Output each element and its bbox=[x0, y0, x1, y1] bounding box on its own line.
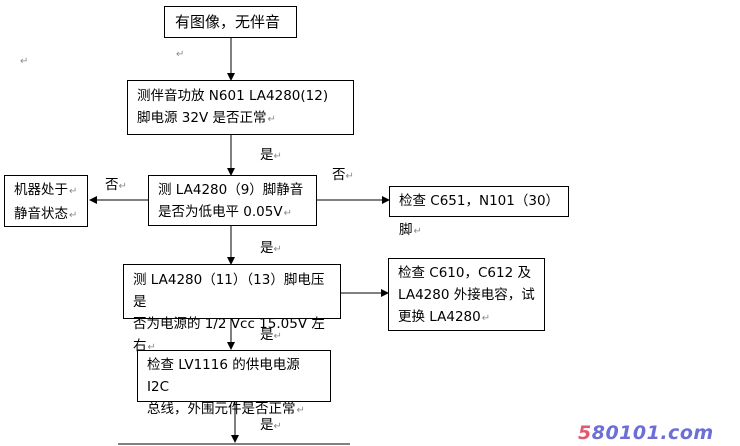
return-mark: ↵ bbox=[267, 114, 276, 125]
edge-label-yes-4: 是↵ bbox=[260, 417, 282, 433]
node-start: 有图像，无伴音 ↵ bbox=[164, 6, 297, 60]
return-mark: ↵ bbox=[69, 210, 78, 221]
node-check-lv1116: 检查 LV1116 的供电电源 I2C 总线，外围元件是否正常↵ bbox=[137, 350, 331, 417]
node-muted-state-line-2: 静音状态 bbox=[14, 206, 68, 222]
node-check-voltage-line-1: 测 LA4280（11）（13）脚电压是 bbox=[133, 272, 325, 310]
node-check-c651-line-1: 检查 C651，N101（30）脚 bbox=[399, 193, 553, 238]
return-mark: ↵ bbox=[69, 186, 78, 197]
node-muted-state-line-1: 机器处于 bbox=[14, 182, 68, 198]
return-mark: ↵ bbox=[413, 226, 422, 237]
return-mark: ↵ bbox=[283, 208, 292, 219]
node-check-caps: 检查 C610，C612 及 LA4280 外接电容，试 更换 LA4280↵ bbox=[388, 258, 545, 331]
watermark-blue: 80101.com bbox=[591, 422, 714, 444]
node-start-line-1: 有图像，无伴音 bbox=[175, 13, 281, 31]
edge-label-yes-1: 是↵ bbox=[260, 147, 282, 163]
node-check-voltage-line-2: 否为电源的 1/2 Vcc 15.05V 左右 bbox=[133, 316, 325, 354]
node-check-caps-line-3: 更换 LA4280 bbox=[398, 309, 481, 325]
edge-label-yes-2: 是↵ bbox=[260, 240, 282, 256]
node-check-c651: 检查 C651，N101（30）脚↵ bbox=[389, 186, 569, 238]
edge-label-no-right: 否↵ bbox=[332, 167, 354, 183]
node-check-lv1116-line-2: 总线，外围元件是否正常 bbox=[147, 401, 296, 417]
watermark-red: 5 bbox=[578, 422, 592, 444]
edge-label-no-left: 否↵ bbox=[105, 177, 127, 193]
node-check-lv1116-line-1: 检查 LV1116 的供电电源 I2C bbox=[147, 357, 300, 395]
node-check-mute-line-1: 测 LA4280（9）脚静音 bbox=[158, 182, 304, 198]
node-muted-state: 机器处于↵ 静音状态↵ bbox=[4, 175, 88, 227]
node-check-power-line-2: 脚电源 32V 是否正常 bbox=[137, 110, 267, 126]
node-check-caps-line-2: LA4280 外接电容，试 bbox=[398, 287, 535, 303]
return-mark: ↵ bbox=[481, 313, 491, 324]
stray-return-mark: ↵ bbox=[20, 56, 29, 67]
return-mark: ↵ bbox=[147, 342, 156, 353]
node-check-power-line-1: 测伴音功放 N601 LA4280(12) bbox=[137, 88, 329, 104]
node-check-caps-line-1: 检查 C610，C612 及 bbox=[398, 265, 531, 281]
return-mark: ↵ bbox=[176, 49, 185, 60]
watermark-logo: 580101.com bbox=[578, 422, 714, 444]
return-mark: ↵ bbox=[296, 405, 305, 416]
node-check-voltage: 测 LA4280（11）（13）脚电压是 否为电源的 1/2 Vcc 15.05… bbox=[123, 264, 341, 354]
node-check-mute: 测 LA4280（9）脚静音 是否为低电平 0.05V↵ bbox=[148, 175, 317, 226]
node-check-power: 测伴音功放 N601 LA4280(12) 脚电源 32V 是否正常↵ bbox=[127, 80, 354, 135]
node-check-mute-line-2: 是否为低电平 0.05V bbox=[158, 204, 283, 220]
edge-label-yes-3: 是↵ bbox=[260, 327, 282, 343]
